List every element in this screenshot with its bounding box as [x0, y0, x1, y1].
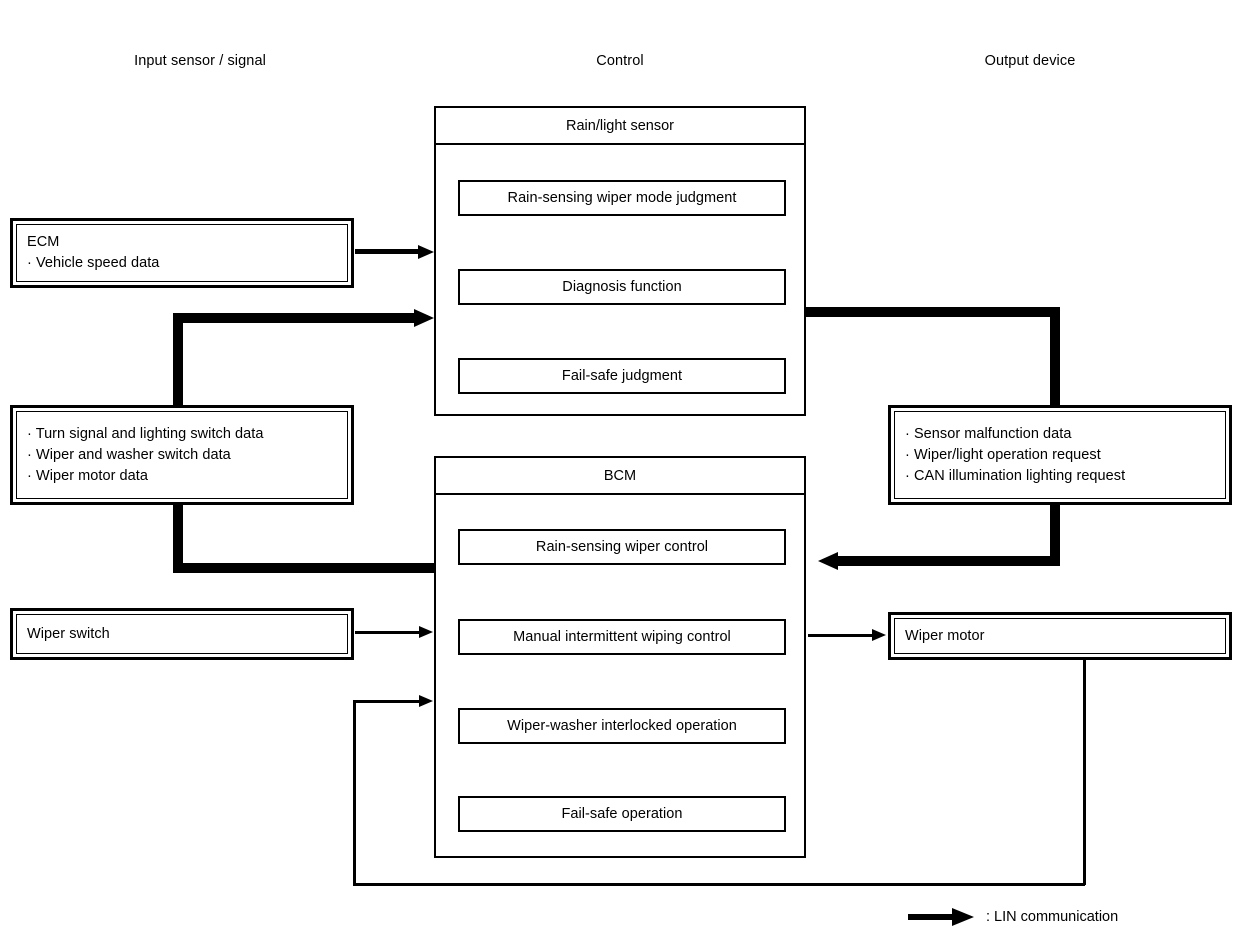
input-box-wiper-switch[interactable]: Wiper switch — [10, 608, 354, 660]
function-box-fail-safe-operation[interactable]: Fail-safe operation — [458, 796, 786, 832]
input-box-switch-data-inner: · Turn signal and lighting switch data ·… — [16, 411, 348, 499]
input-box-switch-data-line-1: · Turn signal and lighting switch data — [27, 425, 264, 442]
function-box-rain-sensing-wiper-control[interactable]: Rain-sensing wiper control — [458, 529, 786, 565]
arrowhead-bcm-to-wipermotor — [872, 629, 886, 641]
input-box-ecm-line-2: · Vehicle speed data — [27, 255, 160, 271]
input-box-switch-data-line-2: · Wiper and washer switch data — [27, 446, 231, 463]
module-bcm[interactable]: BCM Rain-sensing wiper control Manual in… — [434, 456, 806, 858]
output-box-wiper-motor-inner: Wiper motor — [894, 618, 1226, 654]
output-box-sensor-data-line-3: · CAN illumination lighting request — [905, 467, 1126, 484]
output-box-wiper-motor[interactable]: Wiper motor — [888, 612, 1232, 660]
connector-switchdata-to-sensor-horizontal — [173, 313, 421, 323]
input-box-switch-data[interactable]: · Turn signal and lighting switch data ·… — [10, 405, 354, 505]
output-box-sensor-data[interactable]: · Sensor malfunction data · Wiper/light … — [888, 405, 1232, 505]
connector-bcm-to-wipermotor — [808, 634, 874, 637]
connector-outputdata-to-bcm-vertical — [1050, 505, 1060, 566]
function-box-fail-safe-judgment[interactable]: Fail-safe judgment — [458, 358, 786, 394]
arrowhead-outputdata-to-bcm — [818, 552, 838, 570]
input-box-wiper-switch-inner: Wiper switch — [16, 614, 348, 654]
connector-wipermotor-feedback-left — [353, 883, 1085, 886]
output-box-sensor-data-line-1: · Sensor malfunction data — [905, 425, 1072, 442]
function-box-rain-sensing-wiper-mode-judgment[interactable]: Rain-sensing wiper mode judgment — [458, 180, 786, 216]
column-header-input: Input sensor / signal — [134, 53, 266, 69]
arrowhead-wiperswitch-to-bcm — [419, 626, 433, 638]
connector-sensor-to-outputdata-vertical — [1050, 307, 1060, 412]
module-body-rain-light-sensor: Rain-sensing wiper mode judgment Diagnos… — [436, 145, 804, 414]
input-box-switch-data-line-3: · Wiper motor data — [27, 467, 148, 484]
connector-wipermotor-feedback-down — [1083, 660, 1086, 885]
legend-label: : LIN communication — [986, 909, 1119, 925]
arrowhead-switchdata-to-sensor — [414, 309, 434, 327]
connector-outputdata-to-bcm-horizontal — [838, 556, 1060, 566]
function-box-diagnosis-function[interactable]: Diagnosis function — [458, 269, 786, 305]
input-box-ecm[interactable]: ECM · Vehicle speed data — [10, 218, 354, 288]
column-header-control: Control — [596, 53, 644, 69]
function-box-wiper-washer-interlocked-operation[interactable]: Wiper-washer interlocked operation — [458, 708, 786, 744]
arrowhead-wipermotor-feedback — [419, 695, 433, 707]
input-box-ecm-inner: ECM · Vehicle speed data — [16, 224, 348, 282]
arrowhead-ecm-to-sensor — [418, 244, 434, 259]
function-box-manual-intermittent-wiping-control[interactable]: Manual intermittent wiping control — [458, 619, 786, 655]
lin-arrow-icon — [908, 908, 974, 926]
connector-wipermotor-feedback-into-bcm — [353, 700, 419, 703]
connector-wiperswitch-to-bcm — [355, 631, 421, 634]
connector-switchdata-to-sensor-vertical — [173, 313, 183, 414]
connector-switchdata-to-bcm-horizontal — [173, 563, 435, 573]
connector-switchdata-to-bcm-vertical — [173, 505, 183, 573]
input-box-wiper-switch-line-1: Wiper switch — [27, 625, 110, 642]
output-box-sensor-data-inner: · Sensor malfunction data · Wiper/light … — [894, 411, 1226, 499]
column-header-output: Output device — [984, 53, 1076, 69]
module-body-bcm: Rain-sensing wiper control Manual interm… — [436, 495, 804, 856]
module-rain-light-sensor[interactable]: Rain/light sensor Rain-sensing wiper mod… — [434, 106, 806, 416]
module-title-bcm: BCM — [436, 458, 804, 495]
legend: : LIN communication — [908, 908, 1118, 926]
connector-ecm-to-sensor — [355, 249, 421, 254]
output-box-sensor-data-line-2: · Wiper/light operation request — [905, 446, 1101, 463]
connector-wipermotor-feedback-up — [353, 700, 356, 885]
output-box-wiper-motor-line-1: Wiper motor — [905, 627, 985, 644]
module-title-rain-light-sensor: Rain/light sensor — [436, 108, 804, 145]
input-box-ecm-line-1: ECM — [27, 234, 60, 250]
connector-sensor-to-outputdata-horizontal — [804, 307, 1060, 317]
